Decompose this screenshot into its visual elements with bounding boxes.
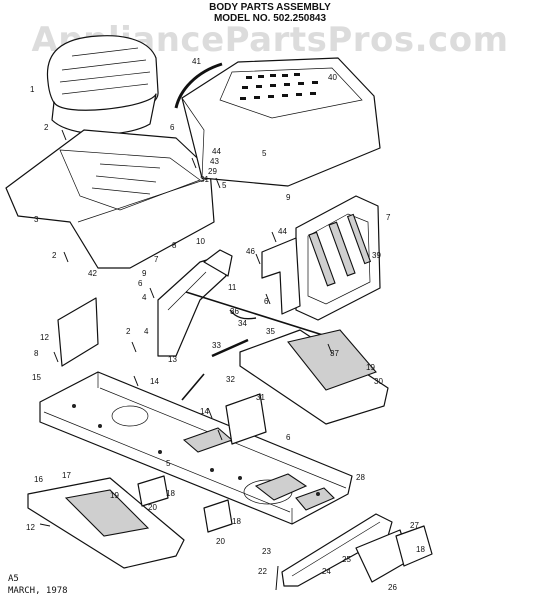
seat-part[interactable] bbox=[46, 35, 159, 135]
callout-number: 43 bbox=[210, 157, 219, 166]
footrest-bracket-part[interactable] bbox=[137, 475, 169, 507]
callout-number: 14 bbox=[150, 377, 159, 386]
callout-number: 2 bbox=[126, 327, 131, 336]
diagram-header: BODY PARTS ASSEMBLY MODEL NO. 502.250843 bbox=[0, 2, 540, 24]
callout-number: 37 bbox=[330, 349, 339, 358]
callout-number: 8 bbox=[172, 241, 177, 250]
callout-number: 4 bbox=[144, 327, 149, 336]
callout-number: 18 bbox=[416, 545, 425, 554]
callout-number: 39 bbox=[372, 251, 381, 260]
callout-number: 32 bbox=[226, 375, 235, 384]
callout-number: 5 bbox=[262, 149, 267, 158]
callout-number: 7 bbox=[154, 255, 159, 264]
callout-number: 6 bbox=[138, 279, 143, 288]
fender-pan-part[interactable] bbox=[5, 129, 215, 269]
side-bracket-part[interactable] bbox=[57, 297, 99, 367]
callout-number: 31 bbox=[256, 393, 265, 402]
cross-rod-part[interactable] bbox=[185, 291, 327, 337]
callout-number: 28 bbox=[356, 473, 365, 482]
fasteners-group bbox=[39, 129, 333, 591]
callout-number: 30 bbox=[374, 377, 383, 386]
callout-number: 16 bbox=[34, 475, 43, 484]
callout-number: 31 bbox=[200, 175, 209, 184]
callout-number: 34 bbox=[238, 319, 247, 328]
callout-number: 26 bbox=[388, 583, 397, 592]
callout-number: 12 bbox=[40, 333, 49, 342]
callout-number: 6 bbox=[170, 123, 175, 132]
callout-number: 9 bbox=[142, 269, 147, 278]
callout-number: 10 bbox=[196, 237, 205, 246]
callout-number: 9 bbox=[286, 193, 291, 202]
link-rod-part[interactable] bbox=[211, 338, 249, 358]
steering-support-part[interactable] bbox=[157, 255, 227, 357]
callout-number: 44 bbox=[212, 147, 221, 156]
callout-number: 42 bbox=[88, 269, 97, 278]
link-rod-part[interactable] bbox=[181, 373, 205, 401]
callout-number: 18 bbox=[166, 489, 175, 498]
footrest-bracket-part[interactable] bbox=[203, 499, 233, 533]
callout-number: 7 bbox=[386, 213, 391, 222]
revision-date: MARCH, 1978 bbox=[8, 586, 68, 596]
dash-bracket-part[interactable] bbox=[261, 237, 301, 315]
callout-number: 20 bbox=[148, 503, 157, 512]
callout-number: 36 bbox=[230, 307, 239, 316]
callout-number: 27 bbox=[410, 521, 419, 530]
callout-number: 20 bbox=[216, 537, 225, 546]
page-code: A5 bbox=[8, 574, 19, 584]
callout-number: 1 bbox=[30, 85, 35, 94]
callout-number: 40 bbox=[328, 73, 337, 82]
callout-number: 19 bbox=[110, 491, 119, 500]
callout-number: 22 bbox=[258, 567, 267, 576]
lower-footrest-part[interactable] bbox=[27, 477, 185, 569]
callout-number: 18 bbox=[232, 517, 241, 526]
callout-number: 2 bbox=[52, 251, 57, 260]
footrest-panel-part[interactable] bbox=[239, 329, 389, 425]
callout-number: 12 bbox=[26, 523, 35, 532]
diagram-title: BODY PARTS ASSEMBLY bbox=[209, 2, 331, 13]
callout-number: 11 bbox=[228, 283, 237, 292]
dash-pod-part[interactable] bbox=[203, 249, 233, 277]
callout-number: 5 bbox=[222, 181, 227, 190]
callout-number: 25 bbox=[342, 555, 351, 564]
callout-number: 33 bbox=[212, 341, 221, 350]
callout-number: 6 bbox=[286, 433, 291, 442]
callout-number: 5 bbox=[166, 459, 171, 468]
callout-number: 19 bbox=[366, 363, 375, 372]
callout-number: 17 bbox=[62, 471, 71, 480]
callout-number: 2 bbox=[44, 123, 49, 132]
callout-number: 8 bbox=[34, 349, 39, 358]
callout-number: 46 bbox=[246, 247, 255, 256]
callout-number: 6 bbox=[264, 297, 269, 306]
callout-number: 44 bbox=[278, 227, 287, 236]
hood-part[interactable] bbox=[181, 57, 381, 187]
frame-bracket-part[interactable] bbox=[225, 393, 267, 445]
link-rod-part[interactable] bbox=[229, 309, 257, 320]
callout-number: 14 bbox=[200, 407, 209, 416]
hood-trim-part[interactable] bbox=[174, 62, 223, 109]
callout-number: 29 bbox=[208, 167, 217, 176]
axle-support-part[interactable] bbox=[355, 525, 433, 583]
callout-number: 13 bbox=[168, 355, 177, 364]
callout-labels: 1 2 3 2 42 41 40 6 44 43 29 31 5 5 9 44 … bbox=[26, 57, 425, 592]
callout-number: 3 bbox=[34, 215, 39, 224]
callout-number: 35 bbox=[266, 327, 275, 336]
model-number: MODEL NO. 502.250843 bbox=[213, 13, 327, 24]
callout-number: 15 bbox=[32, 373, 41, 382]
callout-number: 4 bbox=[142, 293, 147, 302]
callout-number: 24 bbox=[322, 567, 331, 576]
callout-number: 41 bbox=[192, 57, 201, 66]
grille-panel-part[interactable] bbox=[295, 195, 381, 321]
callout-number: 23 bbox=[262, 547, 271, 556]
